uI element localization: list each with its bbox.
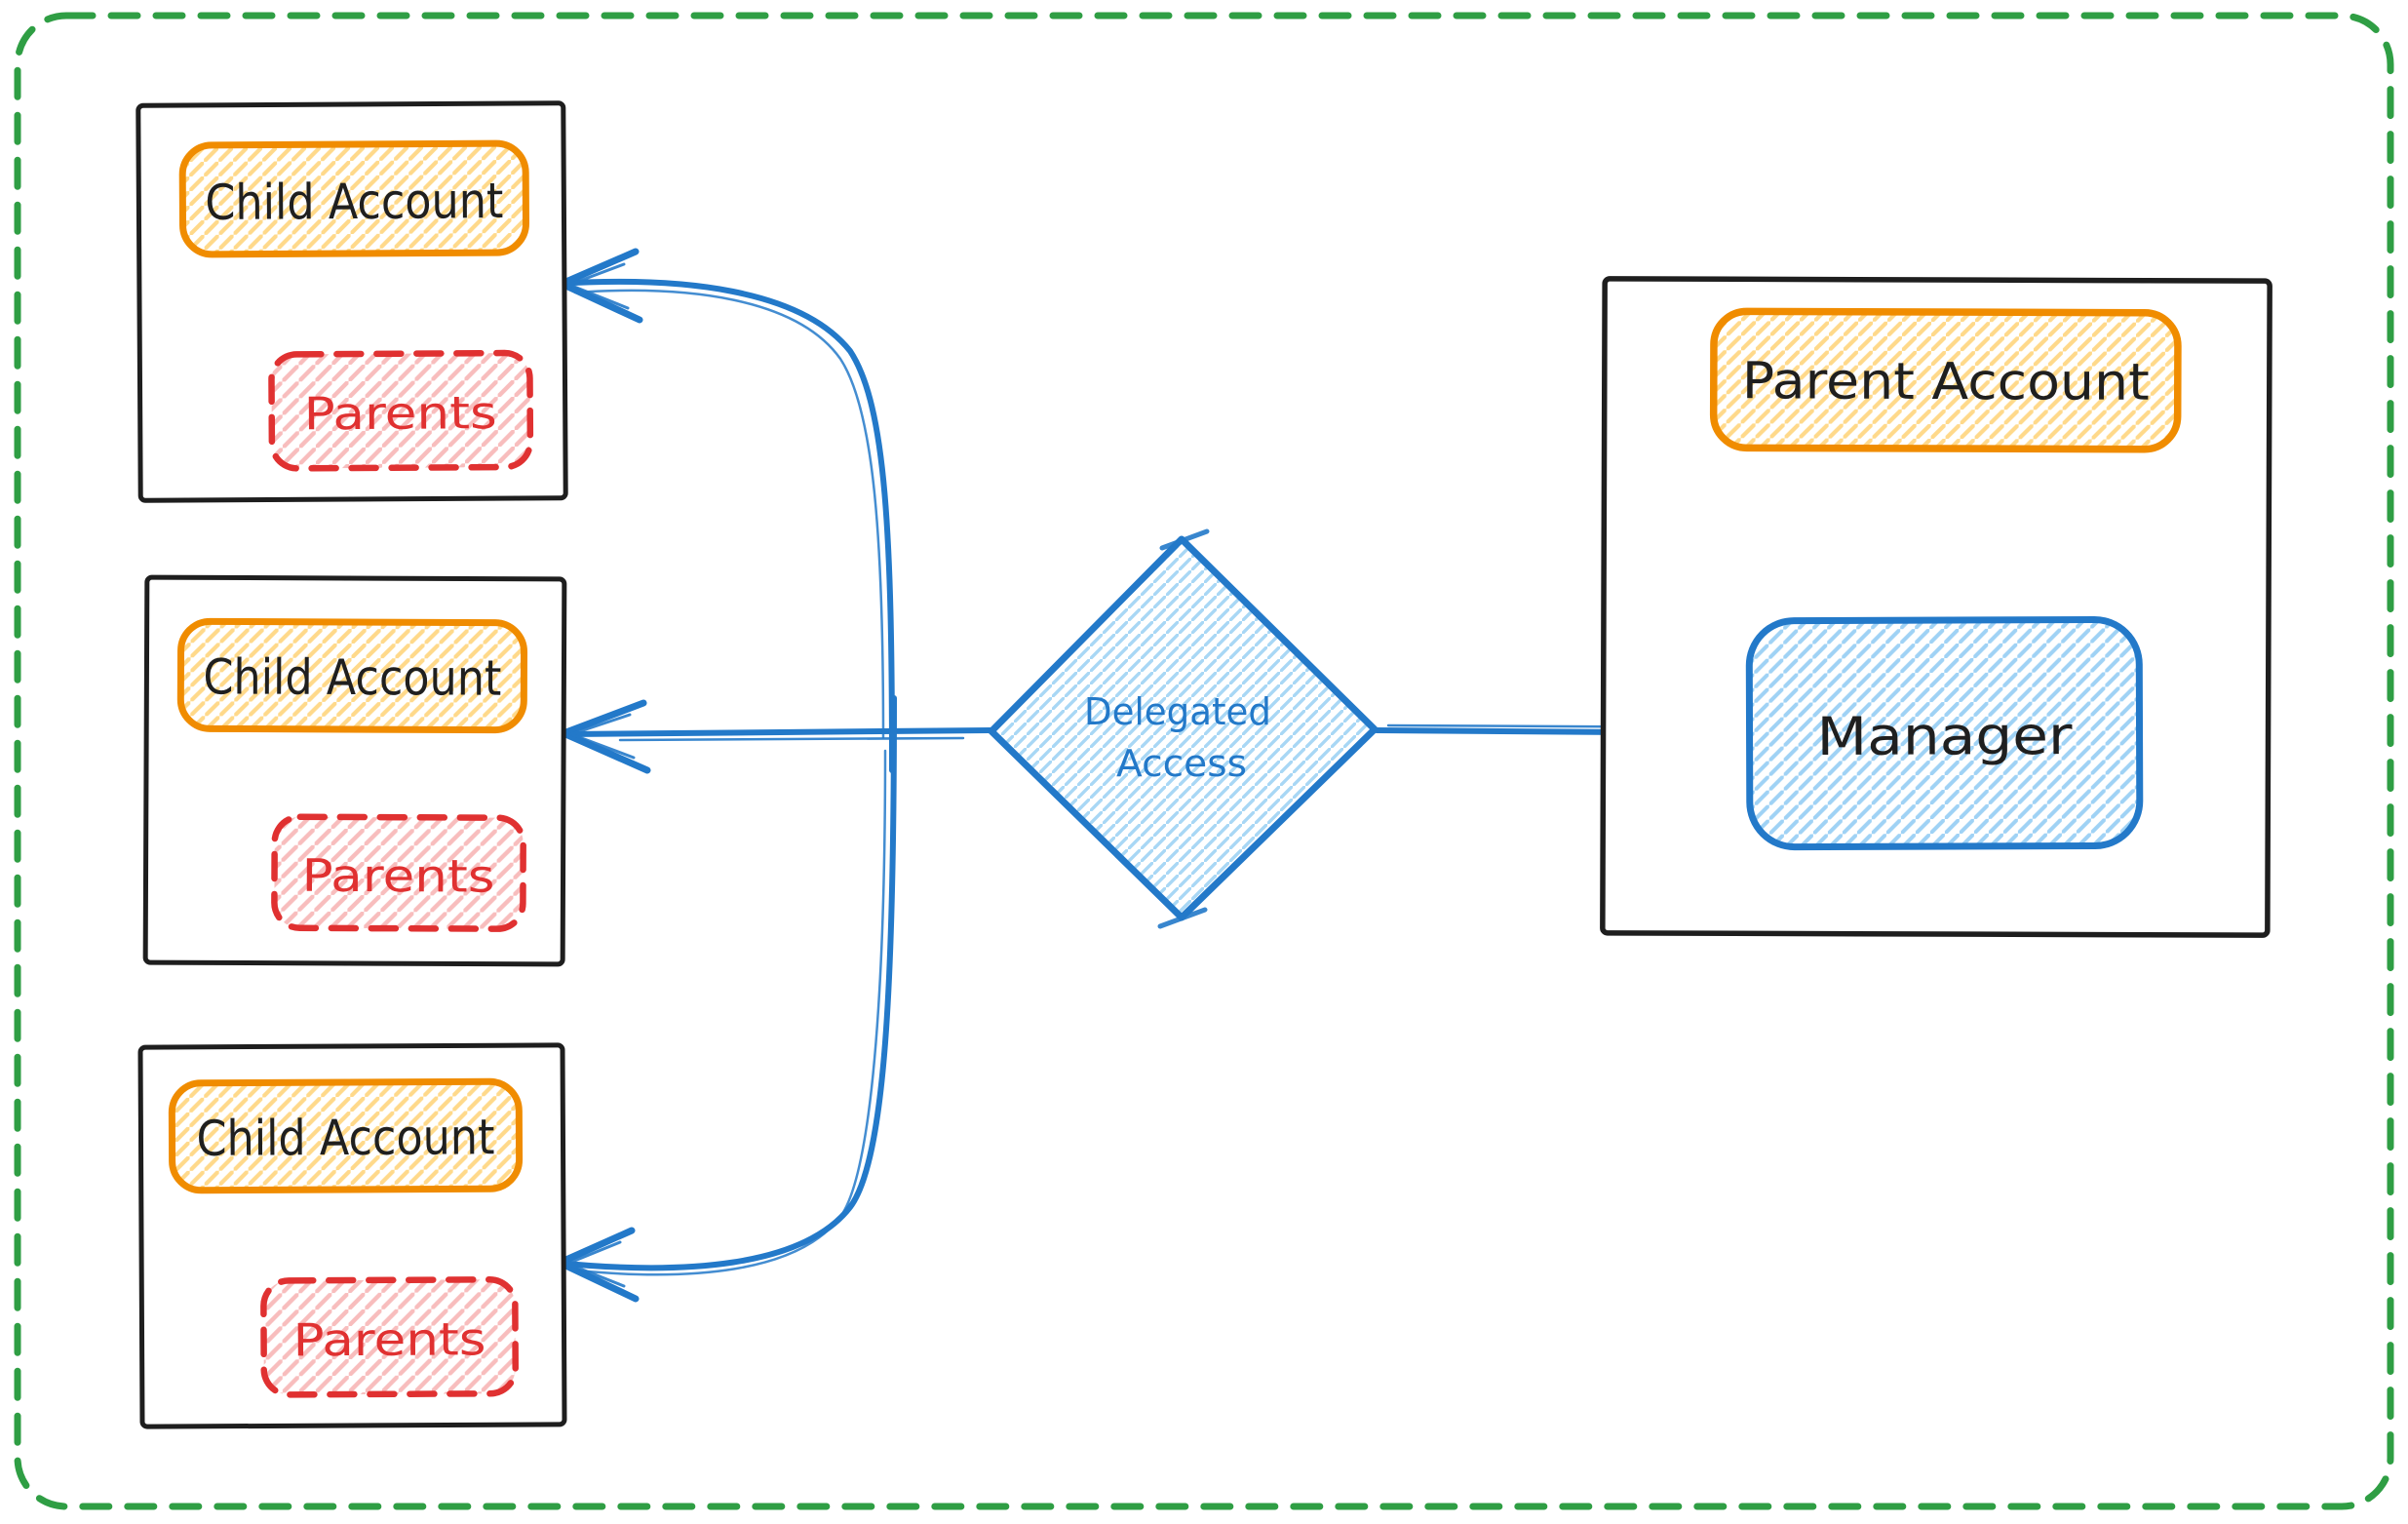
manager-pill — [1745, 615, 2144, 851]
edge-delegated-access-to-child-3[interactable] — [553, 695, 897, 1303]
decision-label-line2: Access — [1116, 742, 1247, 785]
edge-line — [553, 695, 897, 1271]
parents-label: Parents — [292, 1312, 485, 1366]
node-child-account-1[interactable]: Child Account Parents — [136, 100, 568, 503]
arrowhead-sketch-echo — [569, 713, 636, 760]
parents-label: Parents — [304, 386, 497, 440]
diamond-sketch-tail-top — [1159, 528, 1210, 551]
node-child-account-2[interactable]: Child Account Parents — [142, 574, 567, 967]
node-delegated-access[interactable]: Delegated Access — [988, 528, 1379, 929]
child-account-label-pill — [168, 1077, 524, 1194]
parent-account-label-pill — [1709, 307, 2182, 453]
edge-line-sketch-echo — [575, 749, 887, 1276]
parents-dashed-pill — [260, 1276, 519, 1398]
diamond-sketch-tail-bottom — [1157, 907, 1208, 929]
edge-line-sketch-echo — [618, 736, 965, 742]
parents-dashed-pill — [268, 349, 534, 472]
arrowhead-sketch-echo — [567, 262, 630, 310]
child-account-title: Child Account — [205, 173, 503, 231]
child-account-title: Child Account — [196, 1109, 494, 1167]
node-child-account-3[interactable]: Child Account Parents — [137, 1042, 567, 1429]
canvas-dashed-border — [14, 12, 2394, 1510]
child-account-title: Child Account — [203, 648, 501, 706]
parent-account-title: Parent Account — [1742, 352, 2150, 411]
parents-dashed-pill — [271, 813, 526, 932]
arrowhead-sketch-echo — [565, 1240, 626, 1288]
child-account-label-pill — [176, 617, 528, 734]
edge-line — [555, 278, 895, 773]
manager-label: Manager — [1816, 705, 2073, 767]
decision-label-line1: Delegated — [1084, 690, 1271, 733]
edge-line-sketch-echo — [573, 289, 885, 739]
parents-label: Parents — [301, 849, 494, 903]
child-account-label-pill — [178, 139, 530, 258]
edge-line — [564, 727, 993, 737]
node-parent-account[interactable]: Parent Account Manager — [1600, 276, 2272, 938]
node-manager[interactable]: Manager — [1745, 615, 2144, 851]
